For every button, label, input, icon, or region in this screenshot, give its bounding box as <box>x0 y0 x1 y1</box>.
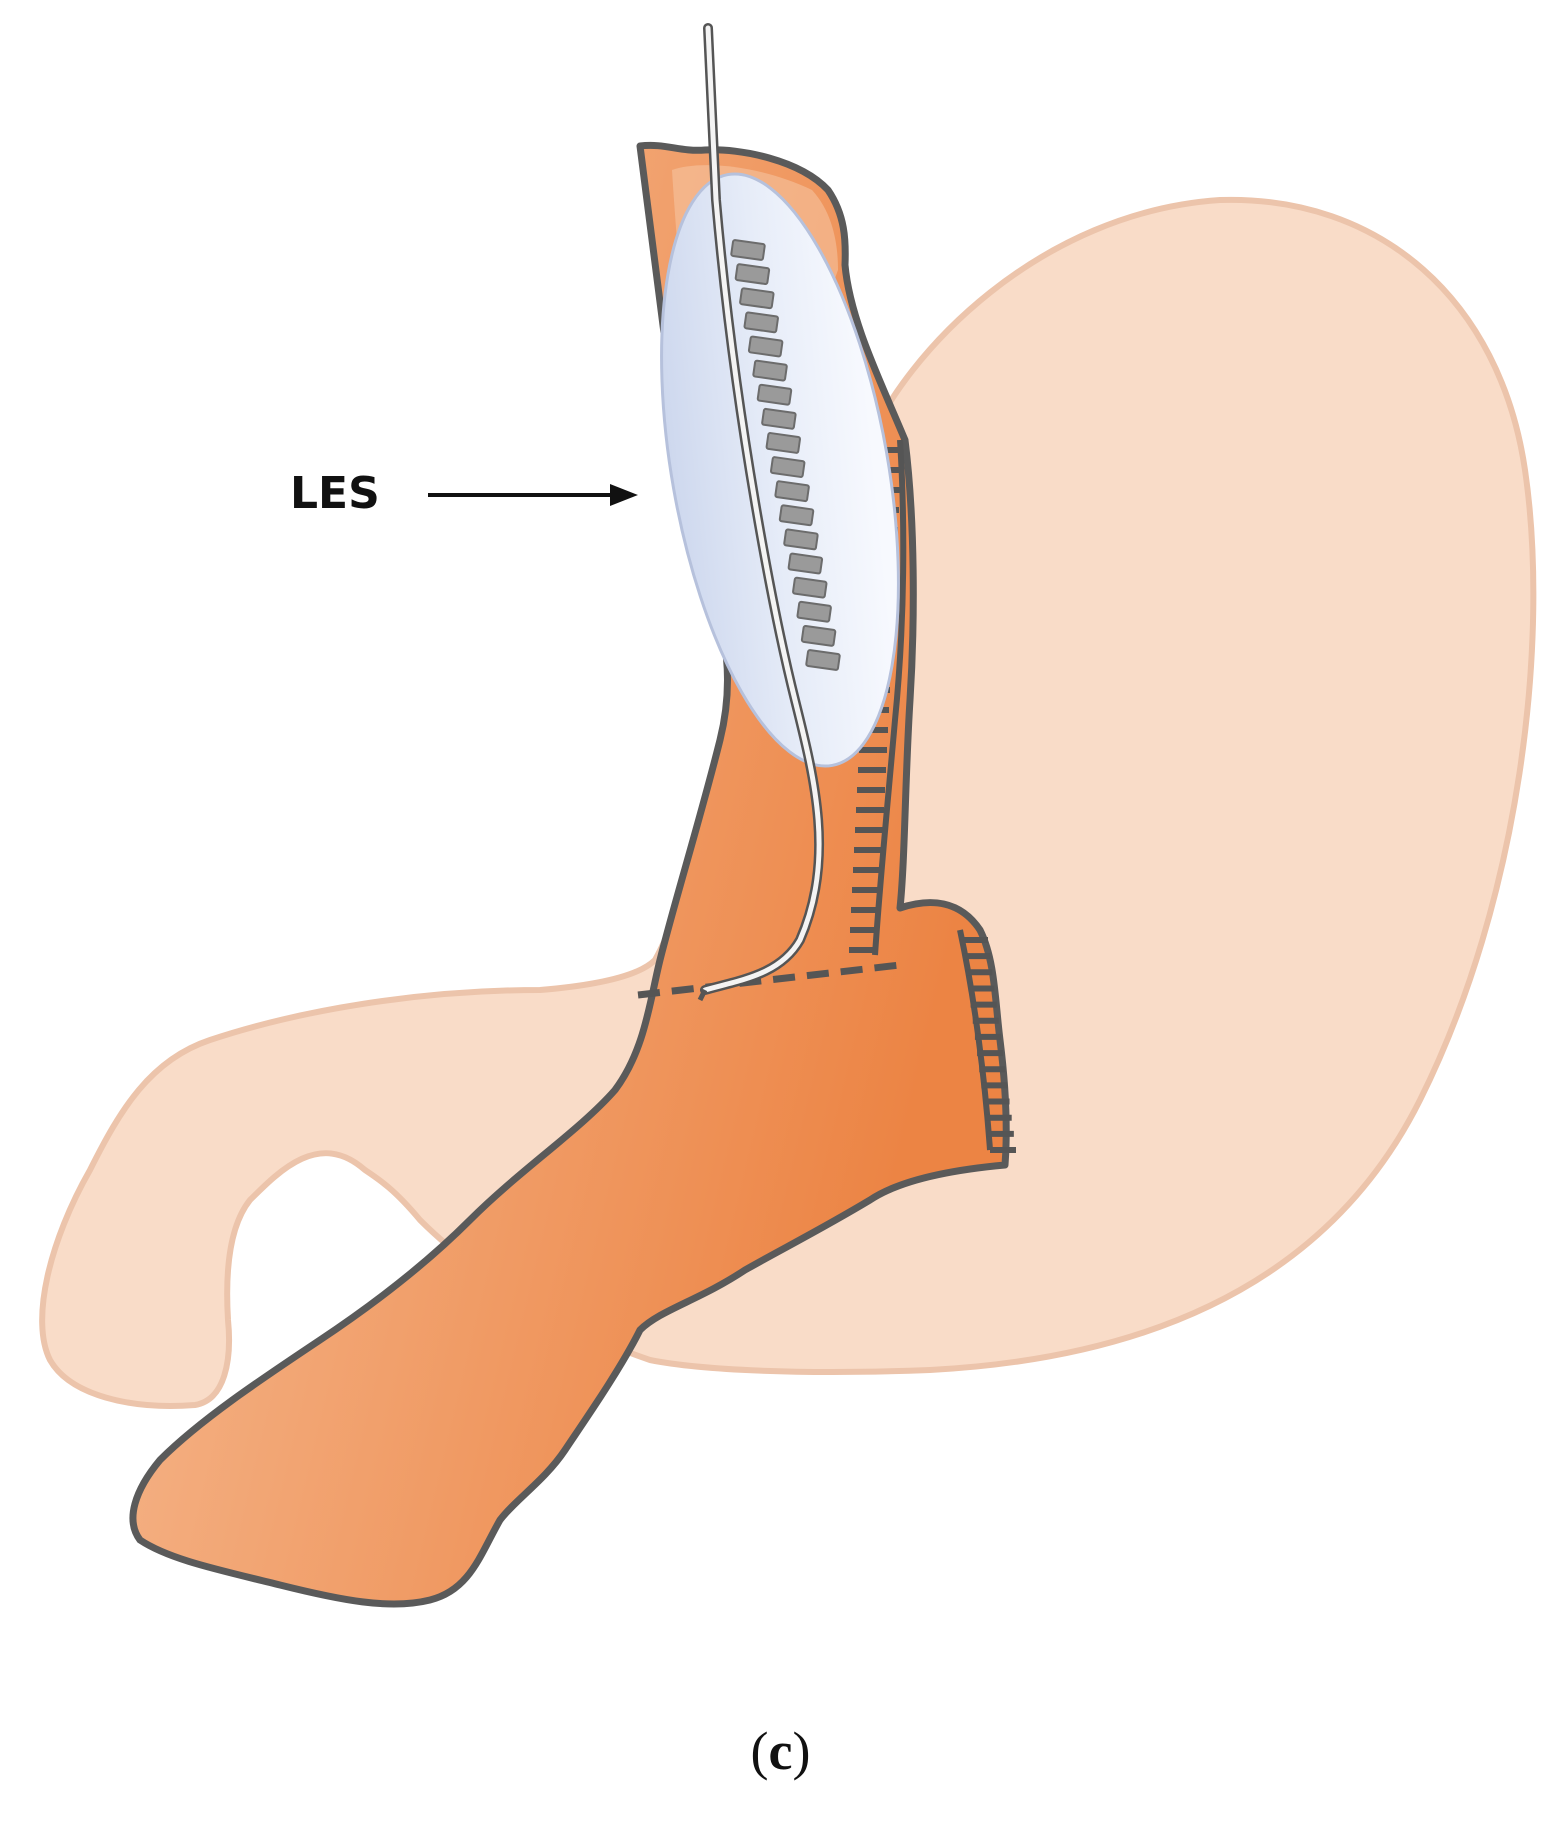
suture-line-right-block <box>957 929 1016 1153</box>
electrode <box>770 456 806 478</box>
electrode <box>747 335 784 358</box>
electrode <box>774 480 810 503</box>
electrode <box>739 287 775 310</box>
electrode <box>800 624 837 647</box>
electrode <box>756 383 793 406</box>
electrode <box>792 576 828 599</box>
electrode <box>761 407 797 430</box>
electrode <box>765 432 801 454</box>
electrode <box>787 552 824 575</box>
right-arrow-icon <box>428 484 638 506</box>
electrode-array <box>730 239 841 671</box>
panel-label: (c) <box>750 1721 811 1781</box>
electrode <box>734 263 771 286</box>
catheter-core <box>702 25 822 993</box>
electrode <box>778 504 815 527</box>
esophagus-shape <box>129 141 1010 1608</box>
electrode <box>743 311 779 334</box>
electrode <box>730 239 766 261</box>
electrode <box>752 359 788 382</box>
dashed-division-line <box>637 961 901 999</box>
electrode <box>783 528 819 551</box>
les-label: LES <box>290 468 380 519</box>
electrode <box>805 649 841 671</box>
catheter-tip <box>697 988 708 1002</box>
electrode <box>796 600 832 623</box>
